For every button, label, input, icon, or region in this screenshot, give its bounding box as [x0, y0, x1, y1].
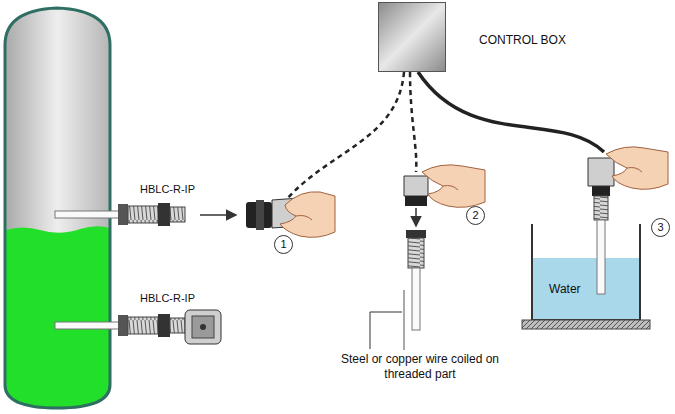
part-name: HBLC-R-IP [140, 183, 195, 195]
note-label: Steel or copper wire coiled on threaded … [330, 352, 510, 382]
callout-number: 3 [651, 218, 670, 237]
part-name: HBLC-R-IP [140, 292, 195, 304]
callout-number: 1 [274, 235, 293, 254]
box-heading: CONTROL BOX [479, 33, 566, 47]
callout-number: 2 [466, 206, 485, 225]
water-body: Water [533, 258, 639, 319]
control-box: CONTROL BOX [378, 2, 446, 72]
liquid-label: Water [549, 282, 581, 296]
